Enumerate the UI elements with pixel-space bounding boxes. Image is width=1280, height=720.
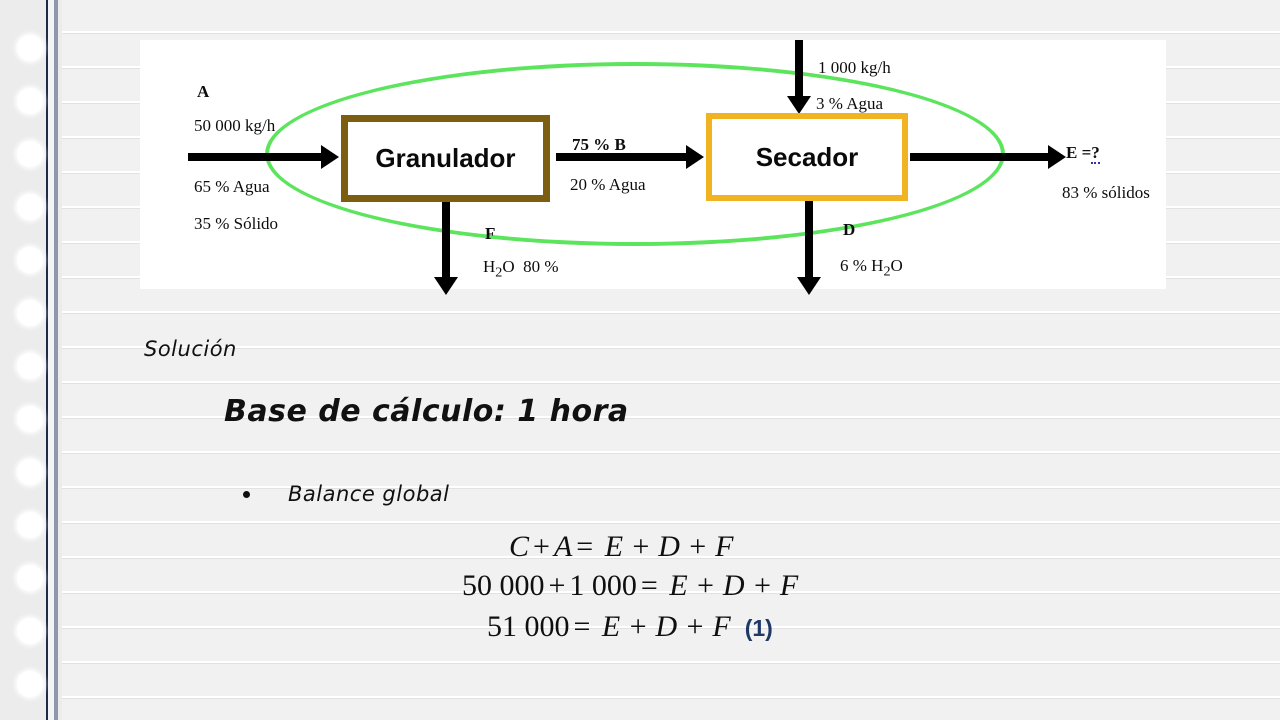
product-label-E: E =? [1066,143,1100,164]
punch-hole [17,512,43,538]
bottom-stream-arrow-d [797,201,821,295]
equation-global-balance-result: 51 000= E + D + F (1) [487,610,773,644]
eq1-equals: = [576,530,594,563]
unit-secador[interactable]: Secador [706,113,908,201]
stream-label-F: F [485,224,496,243]
eq2-equals: = [640,569,658,602]
feed-water-percent: 65 % Agua [194,177,270,196]
balance-global-label: Balance global [288,482,450,506]
punch-hole [17,671,43,697]
product-stream-arrow [910,145,1066,169]
eq2-lhs-left: 50 000 [462,569,545,602]
unit-granulador-label: Granulador [375,143,516,173]
equation-global-balance-numeric: 50 000+1 000= E + D + F [462,569,798,603]
solucion-heading: Solución [144,337,237,361]
equation-number-tag: (1) [744,615,773,641]
intermediate-composition-b: 75 % B [572,135,626,154]
bottom-composition-d: 6 % H2O [840,256,903,280]
spellcheck-underline: ? [1091,143,1100,164]
feed-solid-percent: 35 % Sólido [194,214,279,233]
recycle-water-percent: 3 % Agua [816,94,884,113]
punch-hole [17,141,43,167]
punch-hole [17,459,43,485]
eq2-op1: + [548,569,566,602]
punch-hole [17,300,43,326]
equation-global-balance-symbolic: C+A= E + D + F [509,530,734,564]
intermediate-water-percent: 20 % Agua [570,175,646,194]
eq1-op1: + [533,530,550,563]
stream-label-A: A [197,82,210,101]
stream-label-D: D [843,220,856,239]
punch-hole [17,88,43,114]
margin-rule-gray [54,0,58,720]
punch-hole [17,565,43,591]
process-diagram-panel: A 50 000 kg/h 65 % Agua 35 % Sólido Gran… [140,40,1166,295]
eq3-lhs-left: 51 000 [487,610,570,643]
eq3-rhs: E + D + F [601,610,731,643]
eq3-equals: = [573,610,591,643]
bullet-point-marker [243,491,250,498]
eq2-rhs: E + D + F [669,569,799,602]
eq1-lhs-left: C [509,530,530,563]
punch-hole [17,353,43,379]
punch-hole [17,406,43,432]
unit-secador-label: Secador [755,141,859,172]
base-de-calculo-heading: Base de cálculo: 1 hora [224,394,629,429]
eq1-lhs-right: A [553,530,573,563]
feed-flow-rate: 50 000 kg/h [194,116,276,135]
product-solids-percent: 83 % sólidos [1062,183,1150,202]
eq1-rhs: E + D + F [604,530,734,563]
purge-composition-f: H2O 80 % [483,257,559,281]
feed-arrow [188,145,339,169]
punch-hole [17,618,43,644]
margin-rule-dark [46,0,48,720]
punch-hole [17,247,43,273]
recycle-flow-rate: 1 000 kg/h [818,58,891,77]
punch-hole [17,35,43,61]
punch-hole [17,194,43,220]
recycle-stream-arrow [787,40,811,114]
intermediate-stream-arrow [556,145,704,169]
purge-stream-arrow-f [434,202,458,295]
eq2-lhs-right: 1 000 [569,569,637,602]
unit-granulador[interactable]: Granulador [341,115,550,202]
margin-rule-gap [48,0,54,720]
